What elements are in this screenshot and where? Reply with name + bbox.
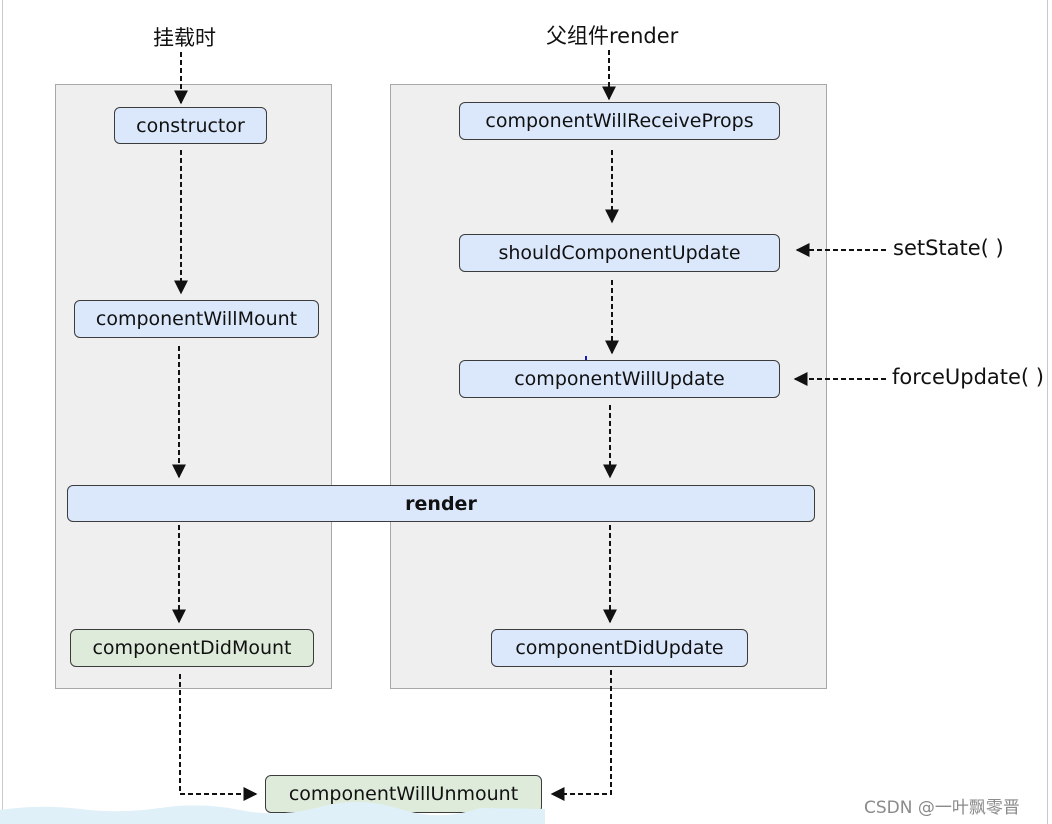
constructor-node: constructor xyxy=(114,107,267,144)
mount-phase-panel xyxy=(55,84,332,689)
force-update-label: forceUpdate( ) xyxy=(892,365,1044,389)
component-did-mount-node: componentDidMount xyxy=(70,629,314,667)
set-state-label: setState( ) xyxy=(893,236,1004,260)
should-component-update-node: shouldComponentUpdate xyxy=(459,234,780,272)
component-will-update-node: componentWillUpdate xyxy=(459,360,780,398)
arrow-didmount-to-unmount xyxy=(179,674,258,801)
parent-render-label: 父组件render xyxy=(546,24,679,48)
arrow-didupdate-to-unmount xyxy=(550,670,612,801)
bottom-wave-decoration xyxy=(0,801,545,824)
render-node: render xyxy=(67,485,815,522)
component-will-unmount-node: componentWillUnmount xyxy=(265,775,542,813)
component-will-receive-props-node: componentWillReceiveProps xyxy=(459,102,780,140)
component-will-mount-node: componentWillMount xyxy=(74,300,319,338)
watermark: CSDN @一叶飘零晋 xyxy=(864,798,1020,818)
mount-phase-label: 挂载时 xyxy=(153,26,216,50)
component-did-update-node: componentDidUpdate xyxy=(491,629,748,667)
